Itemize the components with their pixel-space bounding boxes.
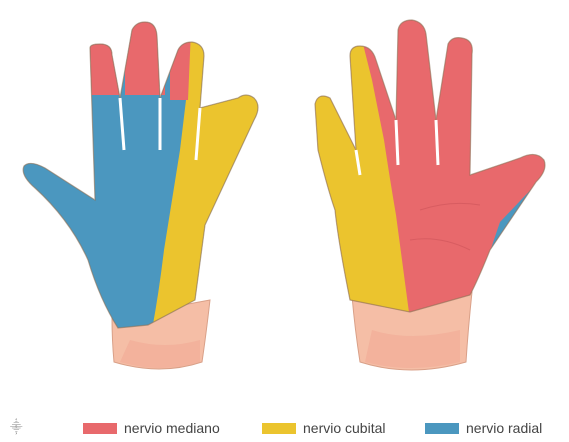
legend-label-ulnar: nervio cubital xyxy=(303,420,386,436)
dorsal-hand xyxy=(0,0,300,369)
legend-label-radial: nervio radial xyxy=(466,420,542,436)
legend-swatch-radial xyxy=(425,423,459,434)
hand-nerve-diagram xyxy=(0,0,569,410)
palmar-hand xyxy=(290,0,569,370)
legend-label-median: nervio mediano xyxy=(124,420,220,436)
legend-swatch-ulnar xyxy=(262,423,296,434)
legend-item-radial: nervio radial xyxy=(425,418,542,438)
legend-item-median: nervio mediano xyxy=(83,418,220,438)
legend-item-ulnar: nervio cubital xyxy=(262,418,386,438)
dorsal-median-tip-ring xyxy=(170,30,191,100)
legend-swatch-median xyxy=(83,423,117,434)
publisher-logo-icon: ⸎ xyxy=(10,418,23,435)
